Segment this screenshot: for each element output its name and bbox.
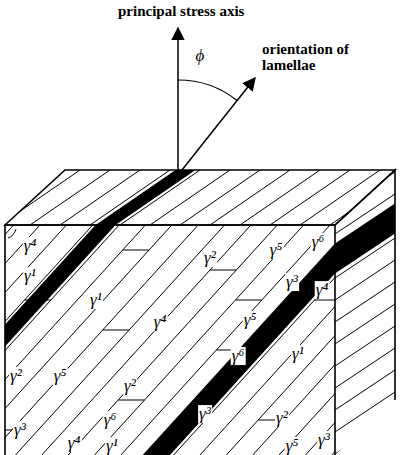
stress-axis-arrow [177,28,179,175]
alpha2-band [143,244,335,455]
domain-boundary [235,300,261,301]
gamma-variant-label: γ³ [198,405,212,423]
lamellae-orientation-arrow [178,78,255,175]
domain-boundary [103,330,129,331]
gamma-variant-label: γ⁵ [243,311,258,329]
domain-boundary [210,270,236,271]
axis-label: principal stress axis [118,4,244,20]
gamma-variant-label: γ⁴ [23,237,38,255]
gamma-variant-label: γ⁶ [311,233,326,251]
lamella-trace [270,170,350,225]
lamella-boundary [5,225,335,455]
gamma-variant-label: γ¹ [23,267,37,285]
angle-arc [178,80,237,101]
lamella-trace [90,170,170,225]
lamella-trace [30,170,110,225]
alpha2-band [335,204,395,274]
domain-boundary [118,400,144,401]
lamella-trace [335,370,395,410]
lamella-boundary [5,225,335,443]
gamma-variant-label: γ⁵ [285,437,300,455]
gamma-variant-label: γ⁴ [315,281,330,299]
lamella-boundary [5,225,335,455]
lamella-trace [335,282,395,322]
domain-boundary [315,300,335,301]
lamella-trace [0,170,20,225]
lamella-boundary [5,225,335,455]
lamella-trace [210,170,290,225]
lamella-trace [300,170,380,225]
gamma-variant-label: γ³ [13,421,27,439]
domain-boundary [123,250,149,251]
top-face-lamellae [0,170,400,225]
gamma-variant-label: γ¹ [89,291,103,309]
gamma-variant-label: γ⁶ [103,411,118,429]
corner-arc [8,229,16,238]
front-face-outline [5,225,335,455]
alpha2-band [96,170,196,225]
front-face-lamellae [5,225,335,455]
lamella-trace [335,392,395,432]
lamella-boundary [5,225,335,455]
domain-boundary [5,430,12,431]
gamma-variant-label: γ⁵ [53,367,68,385]
lamella-trace [0,170,80,225]
gamma-variant-label: γ¹ [105,437,119,455]
lamella-trace [335,414,395,454]
gamma-variant-label: γ² [9,367,23,385]
lamella-trace [240,170,320,225]
gamma-variant-label: γ² [275,409,289,427]
gamma-variant-label: γ² [203,249,217,267]
top-face-outline [5,170,395,225]
gamma-variant-label: γ⁴ [67,434,82,452]
angle-symbol: ϕ [195,47,206,65]
lamella-trace [180,170,260,225]
gamma-variant-label: γ¹ [291,345,305,363]
axis-label: orientation of lamellae [262,42,382,74]
lamella-trace [120,170,200,225]
side-face-lamellae [335,150,395,454]
lamella-trace [335,348,395,388]
gamma-variant-label: γ² [123,377,137,395]
gamma-variant-label: γ³ [317,431,331,449]
side-face-outline [335,170,395,400]
lamella-trace [335,326,395,366]
lamella-boundary [5,225,335,455]
lamella-boundary [5,225,335,269]
gamma-variant-label: γ⁶ [231,347,246,365]
gamma-variant-label: γ⁴ [153,313,168,331]
gamma-variant-label: γ⁵ [269,241,284,259]
lamella-trace [335,304,395,344]
alpha2-band [5,225,116,347]
gamma-variant-label: γ³ [285,273,299,291]
lamella-trace [60,170,140,225]
lamella-trace [150,170,230,225]
